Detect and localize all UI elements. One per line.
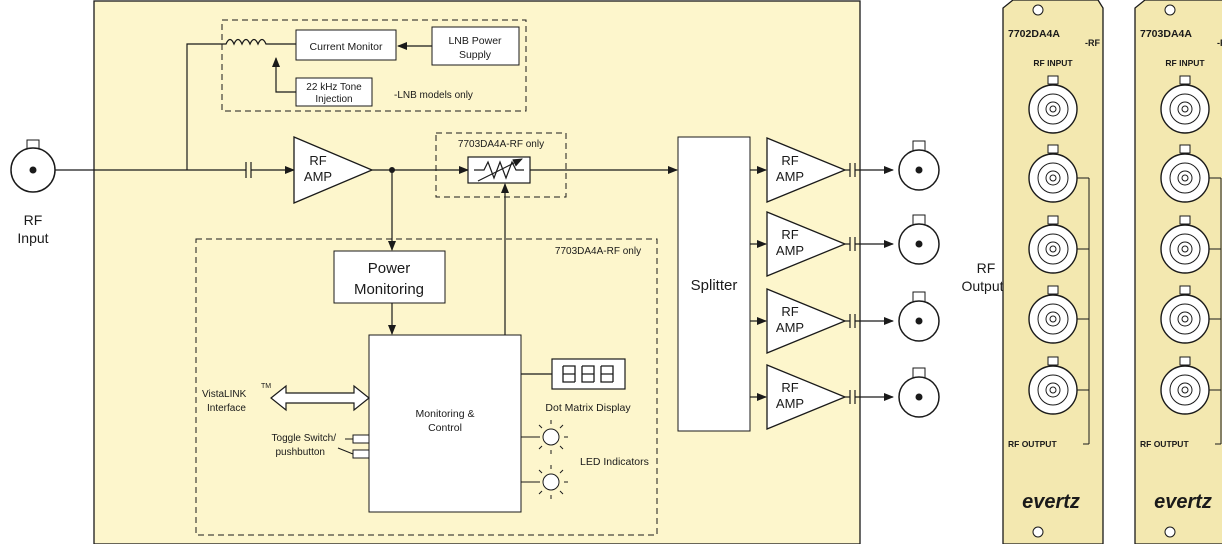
panel-rf-input-label: RF INPUT xyxy=(1165,58,1205,68)
lnb-models-note: -LNB models only xyxy=(394,90,473,101)
input-rf-amp xyxy=(293,136,374,204)
bnc-connector-icon xyxy=(1028,215,1078,274)
bnc-connector-icon xyxy=(1160,356,1210,415)
output-rf-amp xyxy=(766,288,847,354)
rear-panel: 7703DA4A -RF RF INPUT RF OUTPUT evertz xyxy=(1134,0,1222,544)
variable-attenuator xyxy=(467,156,531,184)
output-amp-line1: RF xyxy=(781,304,798,319)
tone-to-coil-arrow xyxy=(272,57,296,93)
output-rf-amp xyxy=(766,137,847,203)
panel-title-line1: 7703DA4A xyxy=(1140,28,1192,40)
output-amp-line1: RF xyxy=(781,380,798,395)
splitter-box xyxy=(677,136,751,432)
output-amp-line2: AMP xyxy=(776,243,804,258)
monitoring-control-line1: Monitoring & xyxy=(416,408,475,420)
tone-injection-line2: Injection xyxy=(315,94,352,105)
panel-title-line1: 7702DA4A xyxy=(1008,28,1060,40)
lnb-feed-line xyxy=(186,43,222,170)
monitoring-section xyxy=(195,238,658,536)
output-rf-amp xyxy=(766,211,847,277)
toggle-line2: pushbutton xyxy=(276,447,326,458)
led-indicator-icon xyxy=(521,420,568,454)
rf-output-connector xyxy=(898,214,940,265)
rf-output-connector xyxy=(898,291,940,342)
attenuator-section xyxy=(435,132,567,198)
vistalink-tm: TM xyxy=(261,383,271,390)
panel-rf-output-label: RF OUTPUT xyxy=(1008,439,1057,449)
power-monitoring-line1: Power xyxy=(368,260,411,277)
evertz-logo: evertz xyxy=(1154,491,1212,513)
power-monitoring-line2: Monitoring xyxy=(354,281,424,298)
panel-title-line2: -RF xyxy=(1217,38,1222,48)
panel-rf-input-label: RF INPUT xyxy=(1033,58,1073,68)
lnb-power-supply-line2: Supply xyxy=(459,49,492,61)
rf-outputs-line2: Outputs xyxy=(961,278,1010,294)
vistalink-arrow xyxy=(270,384,370,412)
input-amp-line1: RF xyxy=(309,153,326,168)
rf-input-connector xyxy=(10,139,56,193)
tone-injection-box xyxy=(295,77,373,107)
bnc-connector-icon xyxy=(1028,75,1078,134)
bnc-connector-icon xyxy=(1160,75,1210,134)
rear-panel: 7702DA4A -RF RF INPUT RF OUTPUT evertz xyxy=(1002,0,1104,544)
led-label: LED Indicators xyxy=(580,456,649,468)
mounting-hole-icon xyxy=(1032,526,1044,538)
output-amp-line2: AMP xyxy=(776,320,804,335)
panel-title-line2: -RF xyxy=(1085,38,1100,48)
toggle-switch-icon xyxy=(337,434,370,459)
dot-matrix-label: Dot Matrix Display xyxy=(545,402,631,414)
monitoring-control-line2: Control xyxy=(428,422,462,434)
current-monitor-label: Current Monitor xyxy=(310,41,383,53)
lnb-section xyxy=(221,19,527,112)
bnc-connector-icon xyxy=(1028,356,1078,415)
bnc-connector-icon xyxy=(1160,144,1210,203)
inductor-coil xyxy=(222,38,296,46)
evertz-logo: evertz xyxy=(1022,491,1080,513)
lnb-power-supply-line1: LNB Power xyxy=(448,35,502,47)
mounting-hole-icon xyxy=(1164,526,1176,538)
rf-outputs-line1: RF xyxy=(977,260,996,276)
output-amp-line1: RF xyxy=(781,153,798,168)
led-indicator-icon xyxy=(521,465,568,499)
mounting-hole-icon xyxy=(1032,4,1044,16)
rf-input-label-line1: RF xyxy=(24,212,43,228)
splitter-label: Splitter xyxy=(691,277,738,294)
tone-injection-line1: 22 kHz Tone xyxy=(306,82,362,93)
rf-input-label-line2: Input xyxy=(17,230,48,246)
dot-matrix-display-icon xyxy=(551,358,626,390)
power-monitoring-box xyxy=(333,250,446,304)
lnb-power-supply-box xyxy=(431,26,520,66)
vistalink-line2: Interface xyxy=(207,403,246,414)
output-amp-line2: AMP xyxy=(776,396,804,411)
vistalink-line1: VistaLINK xyxy=(202,389,247,400)
bnc-connector-icon xyxy=(1160,215,1210,274)
panel-rf-output-label: RF OUTPUT xyxy=(1140,439,1189,449)
monitoring-section-note: 7703DA4A-RF only xyxy=(555,246,641,257)
rf-output-connector xyxy=(898,367,940,418)
output-amp-line2: AMP xyxy=(776,169,804,184)
output-rf-amp xyxy=(766,364,847,430)
rf-output-connector xyxy=(898,140,940,191)
current-monitor-box xyxy=(295,29,397,61)
toggle-line1: Toggle Switch/ xyxy=(272,433,337,444)
output-amp-line1: RF xyxy=(781,227,798,242)
attenuator-note: 7703DA4A-RF only xyxy=(458,139,544,150)
monitoring-control-box xyxy=(368,334,522,513)
mounting-hole-icon xyxy=(1164,4,1176,16)
input-amp-line2: AMP xyxy=(304,169,332,184)
